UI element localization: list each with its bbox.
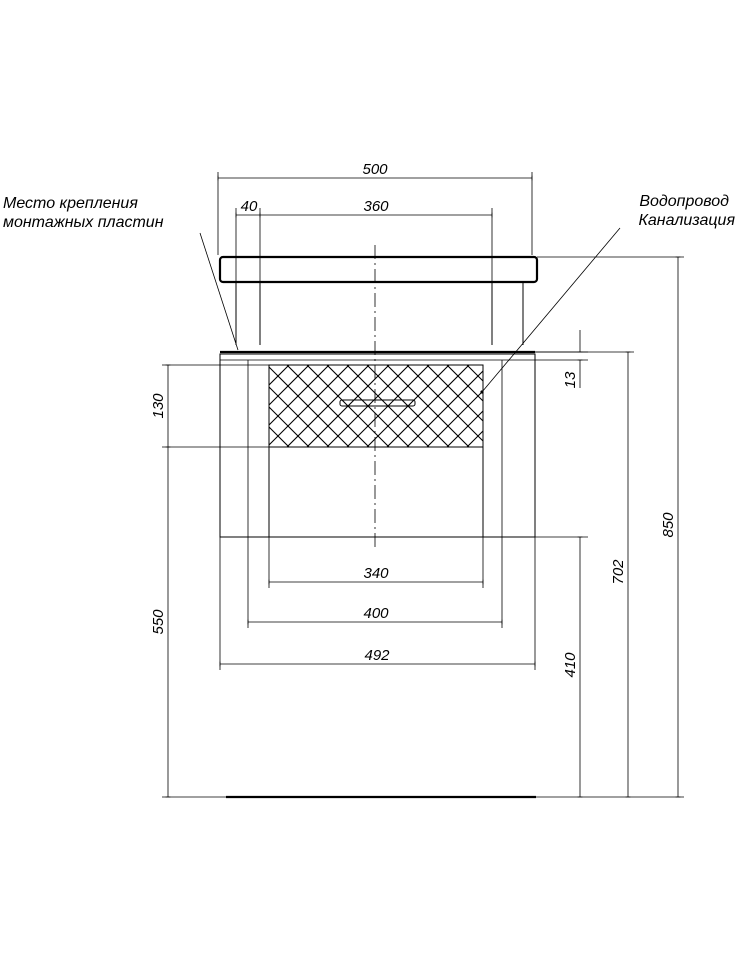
leader-mounting bbox=[199, 232, 239, 351]
cabinet-body bbox=[219, 350, 536, 538]
hatch-line bbox=[286, 365, 370, 447]
hatch-line bbox=[446, 410, 483, 447]
label-facade-depth: 130 bbox=[150, 393, 167, 419]
label-body-height: 702 bbox=[610, 559, 627, 585]
label-pipe-height: 410 bbox=[562, 652, 579, 678]
hatch-line bbox=[547, 365, 629, 447]
label-top-inner: 360 bbox=[363, 198, 389, 215]
label-gap: 13 bbox=[562, 371, 579, 388]
dim-top-inner bbox=[260, 208, 493, 282]
hatch-line bbox=[269, 365, 330, 426]
hatch-line bbox=[487, 365, 569, 447]
dim-drawer-inner bbox=[268, 537, 484, 588]
dim-body-width bbox=[219, 537, 536, 670]
hatch-line bbox=[269, 426, 290, 447]
callout-mounting-line1: Место крепления bbox=[3, 195, 138, 212]
leader-pipes bbox=[481, 227, 621, 393]
callout-mounting-line2: монтажных пластин bbox=[3, 214, 164, 231]
drawer-handle bbox=[339, 399, 416, 407]
hatch-line bbox=[269, 365, 270, 366]
hatch-line bbox=[269, 406, 310, 447]
dim-lower-height bbox=[162, 447, 226, 798]
hatch-line bbox=[487, 365, 569, 447]
label-body-width: 492 bbox=[364, 647, 390, 664]
hatch-line bbox=[269, 365, 350, 446]
label-top-offset: 40 bbox=[241, 198, 258, 215]
hatch-line bbox=[426, 390, 483, 447]
callout-pipes-line1: Водопровод bbox=[639, 193, 729, 210]
dim-pipe-height bbox=[535, 536, 588, 798]
label-body-inner: 400 bbox=[363, 605, 389, 622]
dim-top-offset bbox=[235, 208, 261, 282]
dim-body-inner bbox=[247, 360, 503, 628]
dim-body-height bbox=[535, 351, 634, 798]
hatch-line bbox=[269, 446, 270, 447]
label-lower-height: 550 bbox=[150, 609, 167, 635]
label-total-height: 850 bbox=[660, 512, 677, 538]
sink-top bbox=[218, 255, 539, 345]
label-top-width: 500 bbox=[362, 161, 388, 178]
dim-facade-depth bbox=[162, 364, 269, 448]
hatch-line bbox=[386, 365, 470, 447]
hatch-line bbox=[406, 370, 483, 447]
hatch-line bbox=[466, 430, 483, 447]
callout-pipes-line2: Канализация bbox=[638, 212, 735, 229]
hatch-line bbox=[269, 365, 310, 406]
dim-top-width bbox=[217, 172, 533, 255]
leader-dot-pipes bbox=[480, 390, 484, 394]
hatch-line bbox=[547, 365, 629, 447]
hatch-line bbox=[466, 365, 483, 382]
hatch-line bbox=[446, 365, 483, 402]
label-drawer-inner: 340 bbox=[363, 565, 389, 582]
dim-total-height bbox=[537, 256, 684, 798]
hatch-line bbox=[269, 365, 290, 386]
